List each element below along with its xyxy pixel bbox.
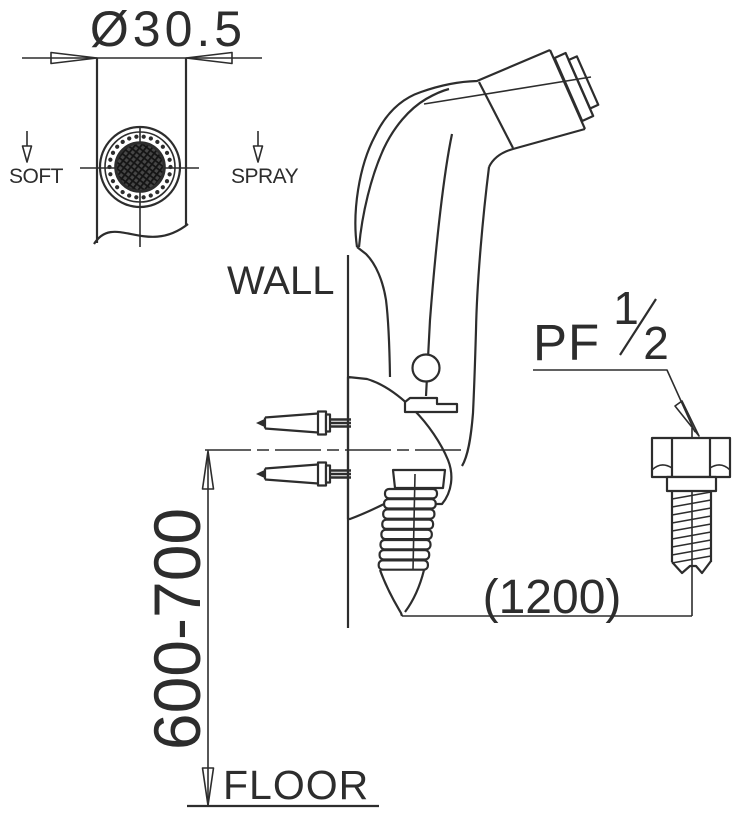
- wall-anchor-upper: [256, 410, 351, 436]
- dim-arrow-right-icon: [50, 51, 98, 65]
- thread-denominator: 2: [643, 317, 669, 369]
- dim-arrow-left-icon: [185, 51, 233, 65]
- soft-mode-arrow: [21, 131, 33, 163]
- height-dimension: [187, 449, 462, 808]
- wall-anchor-lower: [256, 461, 351, 487]
- spray-mode-arrow: [252, 131, 264, 163]
- mode-button: [411, 353, 441, 383]
- handle-detail: [403, 396, 459, 414]
- dim-arrow-down-icon: [201, 767, 215, 807]
- dim-arrow-up-icon: [201, 450, 215, 490]
- down-arrow-icon: [252, 145, 264, 163]
- hex-head: [650, 436, 732, 479]
- soft-mode-label: SOFT: [9, 165, 64, 188]
- thread-leader: [533, 298, 700, 437]
- threads: [671, 491, 712, 564]
- nozzle-holes-ring: [107, 134, 173, 200]
- break-line: [93, 223, 189, 245]
- diameter-label: Ø30.5: [89, 1, 247, 57]
- collar: [665, 475, 718, 493]
- wall-label: WALL: [227, 259, 335, 303]
- hose-length-label: (1200): [482, 571, 622, 624]
- mounting-height-label: 600-700: [140, 507, 214, 751]
- down-arrow-icon: [21, 145, 33, 163]
- spray-mode-label: SPRAY: [231, 165, 299, 188]
- anchor-tip-icon: [256, 469, 265, 479]
- thread-size-label: PF: [533, 314, 601, 371]
- anchor-tip-icon: [256, 418, 265, 428]
- nozzle-face-view: [80, 58, 199, 247]
- fraction-slash: [619, 298, 657, 356]
- diameter-dimension: [22, 51, 262, 65]
- leader-arrow-icon: [674, 400, 700, 437]
- thread-numerator: 1: [613, 282, 639, 334]
- thread-fitting: [650, 428, 732, 616]
- nozzle-mesh: [115, 142, 165, 192]
- shower-hose: [377, 468, 447, 617]
- floor-label: FLOOR: [223, 762, 370, 808]
